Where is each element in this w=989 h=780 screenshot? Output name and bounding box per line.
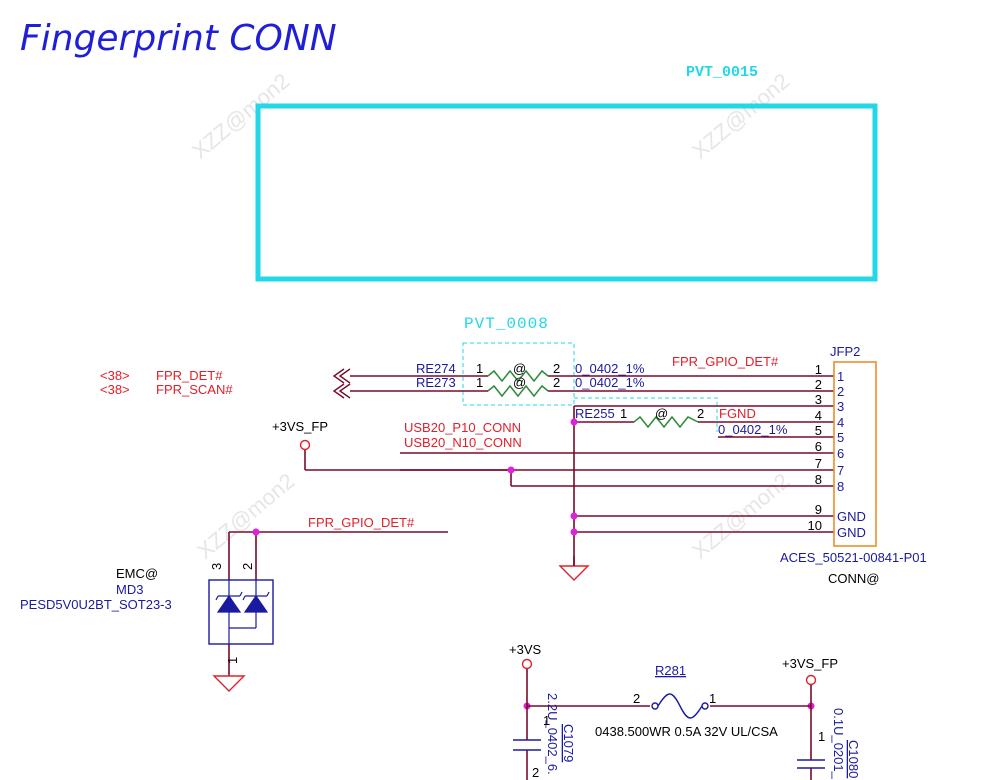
connector-body xyxy=(833,361,877,547)
re273-pin2: 2 xyxy=(553,375,560,390)
net-wires xyxy=(228,375,834,676)
connector-pin-number: 2 xyxy=(815,377,822,392)
capacitor-c1079-icon xyxy=(513,739,541,751)
connector-option: CONN@ xyxy=(828,571,879,586)
re273-at: @ xyxy=(513,375,526,390)
power-port-3vs-fp2-label: +3VS_FP xyxy=(782,656,838,671)
connector-pin-number: 9 xyxy=(815,502,822,517)
c1079-pin1: 1 xyxy=(543,713,550,728)
connector-pin-number: 7 xyxy=(815,456,822,471)
connector-part: ACES_50521-00841-P01 xyxy=(780,550,927,565)
connector-pin-label: 4 xyxy=(837,415,844,430)
pvt-label-top: PVT_0015 xyxy=(686,64,758,81)
c1080-ref: C1080 xyxy=(846,740,861,778)
page-title: Fingerprint CONN xyxy=(20,18,337,59)
re255-at: @ xyxy=(655,406,668,421)
diode-pin3: 3 xyxy=(209,563,224,570)
connector-pin-label: 8 xyxy=(837,479,844,494)
connector-pin-number: 4 xyxy=(815,408,822,423)
diode-ref: MD3 xyxy=(116,582,143,597)
fuse-pin1: 1 xyxy=(709,691,716,706)
connector-pin-label: 3 xyxy=(837,399,844,414)
ground-icon xyxy=(558,565,590,581)
re273-pin1: 1 xyxy=(476,375,483,390)
fpr-scan-ref: <38> xyxy=(100,382,130,397)
watermark: XZZ@mon2 xyxy=(187,68,294,164)
fpr-det-ref: <38> xyxy=(100,368,130,383)
net-label-usb-p: USB20_P10_CONN xyxy=(404,420,521,435)
fpr-det-label: FPR_DET# xyxy=(156,368,223,383)
re274-pin2: 2 xyxy=(553,361,560,376)
fuse-ref: R281 xyxy=(655,663,686,678)
diode-part: PESD5V0U2BT_SOT23-3 xyxy=(20,597,172,612)
connector-pin-label: 7 xyxy=(837,463,844,478)
connector-pin-number: 6 xyxy=(815,439,822,454)
power-port-3vs-label: +3VS xyxy=(509,642,541,657)
fpr-scan-label: FPR_SCAN# xyxy=(156,382,233,397)
connector-pin-label: 2 xyxy=(837,384,844,399)
pvt-dashed-box xyxy=(462,342,575,406)
connector-pin-label: GND xyxy=(837,509,866,524)
pvt-dashed-line xyxy=(574,397,718,432)
power-port-3vs-icon xyxy=(521,658,533,670)
connector-pin-number: 5 xyxy=(815,423,822,438)
re255-pin1: 1 xyxy=(620,406,627,421)
re274-at: @ xyxy=(513,361,526,376)
re274-pin1: 1 xyxy=(476,361,483,376)
connector-pin-label: GND xyxy=(837,525,866,540)
capacitor-c1080-icon xyxy=(797,759,825,769)
c1080-pin1: 1 xyxy=(818,729,825,744)
net-label-fpr-gpio-det: FPR_GPIO_DET# xyxy=(672,354,779,369)
offpage-connector-scan xyxy=(332,383,351,399)
watermark: XZZ@mon2 xyxy=(192,468,299,564)
connector-pin-number: 3 xyxy=(815,392,822,407)
offpage-connector-det xyxy=(332,368,351,384)
resistor-re274-symbol xyxy=(487,369,549,383)
net-label-fgnd: FGND xyxy=(719,406,756,421)
tvs-diode-icon xyxy=(215,580,270,644)
c1079-pin2: 2 xyxy=(532,765,539,780)
re255-ref: RE255 xyxy=(575,406,615,421)
resistor-re273-symbol xyxy=(487,384,549,398)
watermark: XZZ@mon2 xyxy=(687,68,794,164)
connector-pin-number: 10 xyxy=(808,518,822,533)
fuse-pin2: 2 xyxy=(633,691,640,706)
junction-dots xyxy=(252,418,815,710)
diode-pin1: 1 xyxy=(225,657,240,664)
diode-option: EMC@ xyxy=(116,566,158,581)
fuse-icon xyxy=(651,693,709,719)
net-label-fpr-gpio-det-2: FPR_GPIO_DET# xyxy=(308,515,415,530)
connector-pin-label: 1 xyxy=(837,369,844,384)
c1079-value: 2.2U_0402_6. xyxy=(545,693,560,775)
power-port-3vs-fp-icon xyxy=(299,439,311,451)
re274-ref: RE274 xyxy=(416,361,456,376)
connector-pin-label: 6 xyxy=(837,446,844,461)
resistor-re255-symbol xyxy=(633,415,699,429)
diode-pin2: 2 xyxy=(240,563,255,570)
connector-ref: JFP2 xyxy=(830,344,860,359)
power-wires xyxy=(526,669,812,780)
re274-value: 0_0402_1% xyxy=(575,361,645,376)
ground-icon xyxy=(212,675,246,692)
connector-pin-label: 5 xyxy=(837,430,844,445)
re255-pin2: 2 xyxy=(697,406,704,421)
connector-pin-number: 1 xyxy=(815,362,822,377)
connector-pin-number: 8 xyxy=(815,472,822,487)
re255-value: 0_0402_1% xyxy=(718,422,788,437)
power-port-3vs-fp-label: +3VS_FP xyxy=(272,419,328,434)
pvt-placeholder-box xyxy=(255,103,878,282)
re273-value: 0_0402_1% xyxy=(575,375,645,390)
re273-ref: RE273 xyxy=(416,375,456,390)
c1079-ref: C1079 xyxy=(561,724,576,762)
power-port-3vs-fp2-icon xyxy=(805,674,817,686)
net-label-usb-n: USB20_N10_CONN xyxy=(404,435,522,450)
c1080-value: 0.1U_0201_ xyxy=(831,708,846,780)
fuse-description: 0438.500WR 0.5A 32V UL/CSA xyxy=(595,724,778,739)
pvt-label-mid: PVT_0008 xyxy=(464,315,549,333)
